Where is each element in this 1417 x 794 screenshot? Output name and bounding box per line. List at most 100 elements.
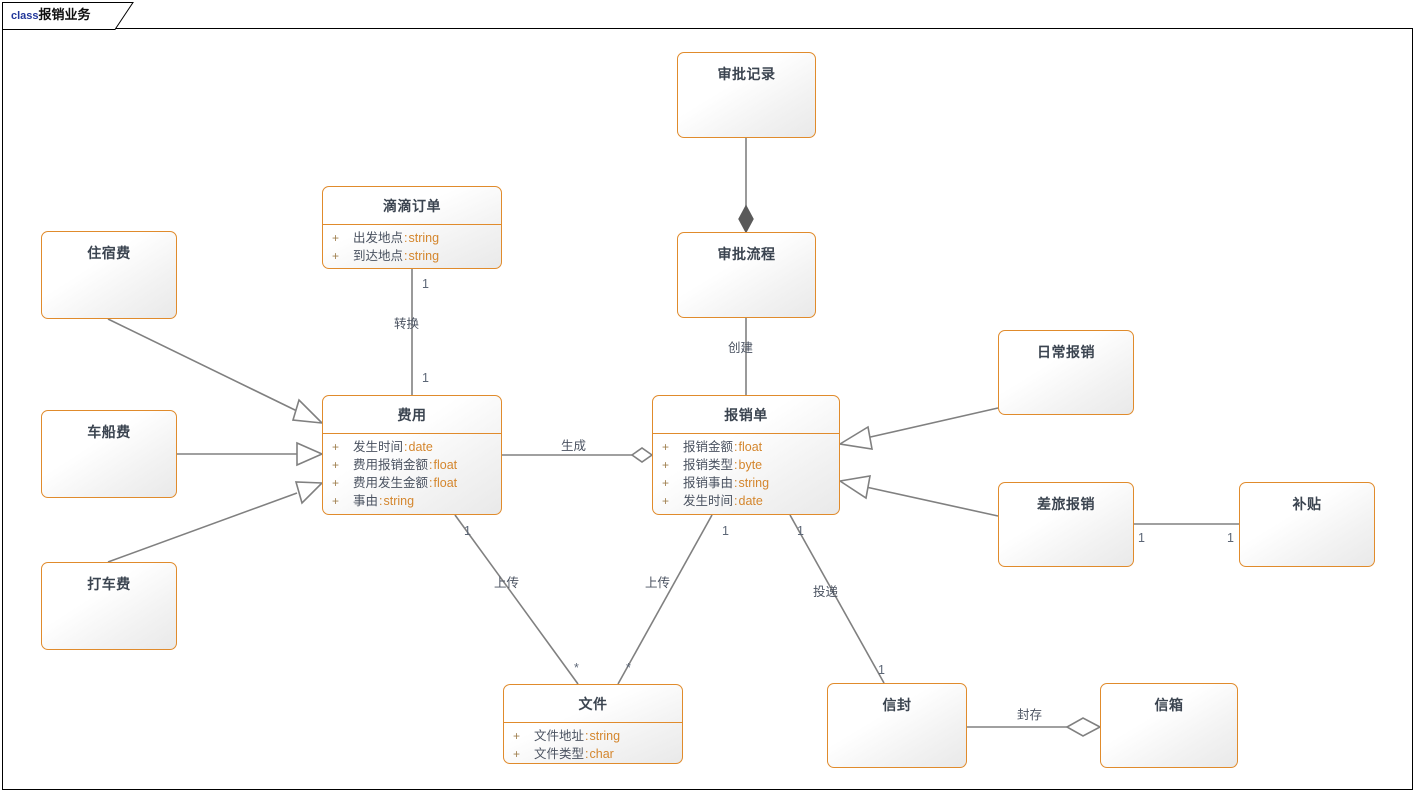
uml-attribute-list: +报销金额:float+报销类型:byte+报销事由:string+发生时间:d…: [653, 434, 839, 514]
attribute-type: string: [383, 494, 415, 508]
attribute-type: date: [408, 440, 433, 454]
attribute-type: string: [408, 249, 440, 263]
attribute-colon: :: [585, 729, 589, 743]
attribute-colon: :: [585, 747, 589, 761]
multiplicity-xinfeng-top: 1: [878, 663, 885, 677]
attribute-name: 出发地点: [353, 231, 404, 245]
attribute-type: char: [589, 747, 614, 761]
uml-attribute-row: +文件类型:char: [504, 745, 682, 763]
edge-chechuanfei-feiyong: [177, 441, 324, 467]
attribute-colon: :: [734, 458, 738, 472]
uml-class-xinxiang[interactable]: 信箱: [1100, 683, 1238, 768]
attribute-colon: :: [429, 458, 433, 472]
attribute-type: string: [738, 476, 770, 490]
attribute-name: 发生时间: [353, 440, 404, 454]
frame-tab-shape: [2, 2, 134, 30]
uml-attribute-row: + 发生时间:date: [323, 438, 501, 456]
uml-class-xinfeng[interactable]: 信封: [827, 683, 967, 768]
attribute-name: 费用发生金额: [353, 476, 429, 490]
uml-class-shenpiliucheng[interactable]: 审批流程: [677, 232, 816, 318]
multiplicity-didi-bottom: 1: [422, 277, 429, 291]
frame-tab-label: class报销业务: [11, 7, 91, 24]
uml-attribute-row: + 到达地点:string: [323, 247, 501, 265]
uml-class-shenpijilu[interactable]: 审批记录: [677, 52, 816, 138]
attribute-type: float: [738, 440, 763, 454]
multiplicity-wenjian-right: *: [626, 661, 631, 675]
multiplicity-baoxiaodan-file: 1: [722, 524, 729, 538]
attribute-name: 事由: [353, 494, 379, 508]
uml-class-wenjian[interactable]: 文件+文件地址:string+文件类型:char: [503, 684, 683, 764]
uml-class-name: 报销单: [653, 396, 839, 434]
uml-class-richangbaoxiao[interactable]: 日常报销: [998, 330, 1134, 415]
edge-feiyong-wenjian: [454, 514, 579, 685]
attribute-name: 文件地址: [534, 729, 585, 743]
uml-class-name: 信箱: [1154, 697, 1184, 713]
attribute-name: 发生时间: [683, 494, 734, 508]
edge-label-create: 创建: [728, 341, 754, 355]
attribute-visibility: +: [332, 249, 340, 263]
uml-class-name: 差旅报销: [1037, 496, 1095, 512]
uml-class-name: 审批流程: [717, 246, 776, 262]
attribute-colon: :: [734, 494, 738, 508]
multiplicity-baoxiaodan-env: 1: [797, 524, 804, 538]
attribute-visibility: +: [332, 458, 340, 472]
attribute-colon: :: [404, 249, 408, 263]
uml-class-name: 日常报销: [1037, 344, 1095, 360]
attribute-visibility: +: [513, 729, 521, 743]
edge-chailvbaoxiao-baoxiaodan: [837, 475, 999, 517]
attribute-visibility: +: [332, 494, 340, 508]
edge-shenpijilu-shenpiliucheng: [738, 138, 754, 234]
attribute-visibility: +: [332, 440, 340, 454]
attribute-visibility: +: [662, 440, 670, 454]
attribute-colon: :: [734, 440, 738, 454]
attribute-colon: :: [429, 476, 433, 490]
uml-class-butie[interactable]: 补贴: [1239, 482, 1375, 567]
uml-class-didiorder[interactable]: 滴滴订单 + 出发地点:string + 到达地点:string: [322, 186, 502, 269]
uml-attribute-row: +报销类型:byte: [653, 456, 839, 474]
uml-attribute-row: + 出发地点:string: [323, 229, 501, 247]
multiplicity-wenjian-left: *: [574, 661, 579, 675]
uml-attribute-row: +费用报销金额:float: [323, 456, 501, 474]
edge-label-upload-right: 上传: [645, 576, 671, 590]
uml-class-baoxiaodan[interactable]: 报销单+报销金额:float+报销类型:byte+报销事由:string+发生时…: [652, 395, 840, 515]
frame-tab-title: 报销业务: [38, 7, 91, 22]
uml-attribute-list: + 文件地址:string +文件类型:char: [504, 723, 682, 763]
uml-class-name: 滴滴订单: [323, 187, 501, 225]
uml-attribute-list: + 出发地点:string + 到达地点:string: [323, 225, 501, 268]
multiplicity-chailv-right: 1: [1138, 531, 1145, 545]
diagram-frame-tab[interactable]: class报销业务: [2, 2, 134, 30]
uml-attribute-row: + 发生时间:date: [653, 492, 839, 510]
uml-class-zhusufei[interactable]: 住宿费: [41, 231, 177, 319]
uml-class-feiyong[interactable]: 费用+发生时间:date+费用报销金额:float+费用发生金额:float+事…: [322, 395, 502, 515]
attribute-name: 报销类型: [683, 458, 734, 472]
attribute-visibility: +: [332, 476, 340, 490]
uml-class-name: 信封: [882, 697, 912, 713]
multiplicity-feiyong-bottom: 1: [464, 524, 471, 538]
uml-attribute-row: + 文件地址:string: [504, 727, 682, 745]
uml-class-name: 车船费: [87, 424, 131, 440]
uml-class-name: 补贴: [1292, 496, 1322, 512]
attribute-name: 报销事由: [683, 476, 734, 490]
attribute-visibility: +: [662, 476, 670, 490]
edge-baoxiaodan-wenjian: [617, 514, 713, 685]
edge-label-seal: 封存: [1017, 708, 1043, 722]
uml-class-chechuanfei[interactable]: 车船费: [41, 410, 177, 498]
attribute-colon: :: [379, 494, 383, 508]
multiplicity-butie-left: 1: [1227, 531, 1234, 545]
attribute-colon: :: [404, 231, 408, 245]
edge-zhusufei-feiyong: [107, 318, 325, 425]
attribute-visibility: +: [662, 494, 670, 508]
attribute-type: date: [738, 494, 763, 508]
uml-attribute-row: +报销金额:float: [653, 438, 839, 456]
uml-attribute-list: +发生时间:date+费用报销金额:float+费用发生金额:float+事由:…: [323, 434, 501, 514]
uml-class-name: 打车费: [87, 576, 131, 592]
attribute-name: 到达地点: [353, 249, 404, 263]
attribute-colon: :: [404, 440, 408, 454]
attribute-type: string: [408, 231, 440, 245]
uml-class-chailvbaoxiao[interactable]: 差旅报销: [998, 482, 1134, 567]
attribute-visibility: +: [332, 231, 340, 245]
attribute-type: string: [589, 729, 621, 743]
uml-class-dachefei[interactable]: 打车费: [41, 562, 177, 650]
edge-label-deliver: 投递: [813, 585, 839, 599]
